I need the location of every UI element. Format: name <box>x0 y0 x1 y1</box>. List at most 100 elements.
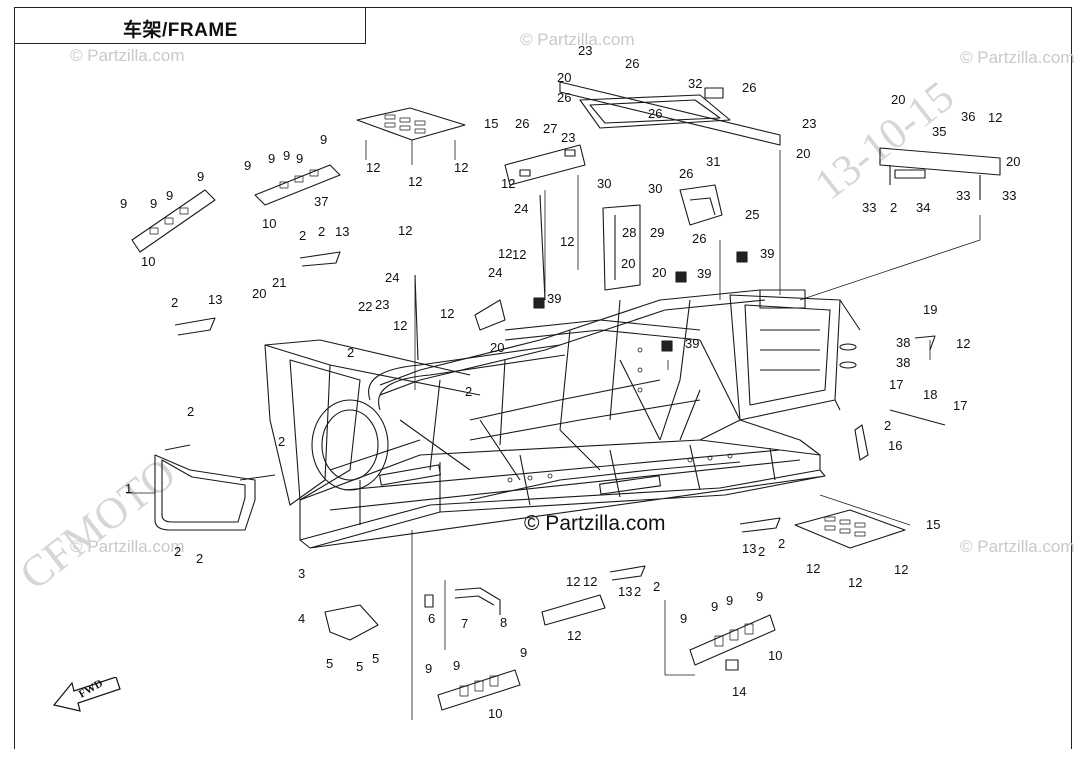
callout-number: 12 <box>366 160 380 175</box>
callout-number: 12 <box>560 234 574 249</box>
callout-number: 17 <box>953 398 967 413</box>
sheet-border-top <box>366 7 1071 8</box>
callout-number: 2 <box>171 295 178 310</box>
callout-number: 8 <box>500 615 507 630</box>
rear-crossbar <box>559 81 781 146</box>
callout-number: 9 <box>425 661 432 676</box>
callout-number: 13 <box>335 224 349 239</box>
callout-number: 30 <box>648 181 662 196</box>
callout-number: 20 <box>621 256 635 271</box>
callout-number: 12 <box>956 336 970 351</box>
callout-number: 20 <box>490 340 504 355</box>
rear-bracket <box>879 147 1001 200</box>
floor-panel-top-left <box>356 107 466 141</box>
callout-number: 20 <box>1006 154 1020 169</box>
callout-number: 10 <box>141 254 155 269</box>
callout-number: 6 <box>428 611 435 626</box>
callout-number: 10 <box>768 648 782 663</box>
callout-number: 12 <box>408 174 422 189</box>
callout-number: 20 <box>557 70 571 85</box>
support-bracket <box>504 144 586 186</box>
callout-number: 27 <box>543 121 557 136</box>
callout-number: 9 <box>197 169 204 184</box>
small-bracket <box>739 517 781 533</box>
callout-number: 2 <box>634 584 641 599</box>
callout-number: 33 <box>956 188 970 203</box>
grommet <box>736 251 748 263</box>
small-bracket <box>174 317 216 336</box>
callout-number: 35 <box>932 124 946 139</box>
small-bracket <box>609 565 646 581</box>
callout-number: 20 <box>652 265 666 280</box>
callout-number: 23 <box>578 43 592 58</box>
callout-number: 26 <box>742 80 756 95</box>
callout-number: 19 <box>923 302 937 317</box>
callout-number: 23 <box>802 116 816 131</box>
callout-number: 2 <box>890 200 897 215</box>
callout-number: 2 <box>465 384 472 399</box>
callout-number: 18 <box>923 387 937 402</box>
grommet <box>675 271 687 283</box>
callout-number: 12 <box>454 160 468 175</box>
support-rod <box>414 274 419 361</box>
callout-number: 9 <box>680 611 687 626</box>
callout-number: 12 <box>566 574 580 589</box>
watermark-partzilla: © Partzilla.com <box>960 537 1075 556</box>
callout-number: 9 <box>320 132 327 147</box>
callout-number: 38 <box>896 355 910 370</box>
grommet <box>533 297 545 309</box>
small-bracket <box>299 251 341 267</box>
callout-number: 26 <box>648 106 662 121</box>
callout-number: 9 <box>453 658 460 673</box>
callout-number: 9 <box>150 196 157 211</box>
sheet-border-right <box>1071 7 1072 749</box>
callout-number: 1 <box>125 481 132 496</box>
callout-number: 39 <box>697 266 711 281</box>
front-mount-bracket <box>324 604 379 641</box>
callout-number: 12 <box>501 176 515 191</box>
callout-number: 9 <box>296 151 303 166</box>
callout-number: 13 <box>742 541 756 556</box>
heat-shield-left <box>131 189 216 253</box>
watermark-partzilla: © Partzilla.com <box>960 48 1075 67</box>
callout-number: 39 <box>760 246 774 261</box>
callout-number: 12 <box>393 318 407 333</box>
callout-number: 24 <box>514 201 528 216</box>
callout-number: 2 <box>758 544 765 559</box>
callout-number: 33 <box>862 200 876 215</box>
callout-number: 12 <box>498 246 512 261</box>
fwd-arrow-icon <box>52 677 121 712</box>
callout-number: 2 <box>318 224 325 239</box>
callout-number: 9 <box>166 188 173 203</box>
callout-number: 26 <box>679 166 693 181</box>
callout-number: 2 <box>884 418 891 433</box>
callout-number: 12 <box>848 575 862 590</box>
callout-number: 2 <box>347 345 354 360</box>
grommet <box>661 340 673 352</box>
callout-number: 39 <box>547 291 561 306</box>
callout-number: 26 <box>625 56 639 71</box>
callout-number: 26 <box>515 116 529 131</box>
callout-number: 5 <box>356 659 363 674</box>
callout-number: 20 <box>252 286 266 301</box>
heat-shield-bottom-center <box>437 669 521 711</box>
callout-number: 2 <box>174 544 181 559</box>
washer <box>839 343 857 351</box>
callout-number: 24 <box>488 265 502 280</box>
pivot-bracket <box>602 204 641 291</box>
callout-number: 21 <box>272 275 286 290</box>
callout-number: 22 <box>358 299 372 314</box>
callout-number: 38 <box>896 335 910 350</box>
callout-number: 12 <box>806 561 820 576</box>
callout-number: 30 <box>597 176 611 191</box>
callout-number: 24 <box>385 270 399 285</box>
pin <box>889 409 946 426</box>
heat-shield-bottom-right <box>689 614 776 666</box>
callout-number: 39 <box>685 336 699 351</box>
front-bumper <box>154 444 276 531</box>
callout-number: 31 <box>706 154 720 169</box>
callout-number: 34 <box>916 200 930 215</box>
watermark-partzilla-center: © Partzilla.com <box>524 512 666 535</box>
